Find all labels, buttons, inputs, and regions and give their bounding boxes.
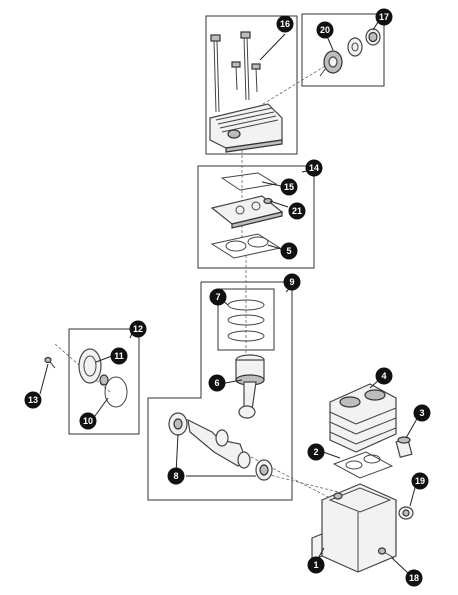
callout-14: 14 (305, 159, 323, 177)
check-valve-plug (319, 50, 343, 77)
cylinder-head (209, 103, 283, 153)
crankshaft (168, 412, 273, 481)
callout-5: 5 (280, 242, 298, 260)
svg-text:6: 6 (214, 378, 219, 388)
callout-11: 11 (110, 347, 128, 365)
valve-plate-gasket-lower (210, 233, 282, 259)
callout-9: 9 (283, 273, 301, 291)
plug-axis-line (249, 59, 336, 113)
callout-18: 18 (405, 569, 423, 587)
callout-10: 10 (79, 412, 97, 430)
plug-seal (347, 37, 363, 57)
svg-text:4: 4 (381, 371, 386, 381)
svg-text:20: 20 (320, 25, 330, 35)
valve-reed (263, 197, 273, 205)
air-filter-housing (78, 348, 102, 384)
callout-16: 16 (276, 15, 294, 33)
cylinder-gasket (332, 451, 394, 479)
callout-6: 6 (208, 374, 226, 392)
cylinder-head-group-frame (205, 15, 298, 155)
oil-plug (398, 506, 414, 520)
svg-text:2: 2 (313, 447, 318, 457)
callout-19: 19 (411, 472, 429, 490)
head-bolts (210, 31, 261, 113)
valve-plug-group-frame (301, 13, 385, 87)
callout-8: 8 (167, 467, 185, 485)
svg-text:14: 14 (309, 163, 319, 173)
svg-text:13: 13 (28, 395, 38, 405)
svg-text:3: 3 (419, 408, 424, 418)
filter-nut (99, 374, 109, 386)
callout-7: 7 (209, 288, 227, 306)
drain-screw (377, 547, 395, 559)
callout-1: 1 (307, 556, 325, 574)
svg-text:7: 7 (215, 292, 220, 302)
filter-element (104, 376, 128, 408)
callout-3: 3 (413, 404, 431, 422)
valve-plate-gasket-upper (220, 172, 278, 191)
svg-text:19: 19 (415, 476, 425, 486)
svg-text:9: 9 (289, 277, 294, 287)
svg-text:16: 16 (280, 19, 290, 29)
svg-text:17: 17 (379, 12, 389, 22)
svg-text:12: 12 (133, 324, 143, 334)
callout-2: 2 (307, 443, 325, 461)
svg-text:5: 5 (286, 246, 291, 256)
svg-text:21: 21 (292, 206, 302, 216)
callout-20: 20 (316, 21, 334, 39)
crankcase (311, 483, 397, 573)
callout-4: 4 (375, 367, 393, 385)
callout-17: 17 (375, 8, 393, 26)
callout-15: 15 (280, 178, 298, 196)
piston-connecting-rod (235, 354, 265, 419)
svg-text:15: 15 (284, 182, 294, 192)
breather (395, 436, 413, 459)
cylinder-block (329, 383, 397, 453)
svg-text:10: 10 (83, 416, 93, 426)
crank-axis-line (261, 472, 339, 493)
filter-screw (44, 356, 56, 369)
svg-text:1: 1 (313, 560, 318, 570)
plug-cap (365, 28, 381, 46)
callout-21: 21 (288, 202, 306, 220)
svg-text:18: 18 (409, 573, 419, 583)
callout-12: 12 (129, 320, 147, 338)
filter-group-frame (68, 328, 140, 435)
svg-text:8: 8 (173, 471, 178, 481)
callout-13: 13 (24, 391, 42, 409)
valve-plate-group-frame (197, 165, 315, 269)
crank-axis-line-2 (179, 419, 331, 499)
svg-text:11: 11 (114, 351, 124, 361)
